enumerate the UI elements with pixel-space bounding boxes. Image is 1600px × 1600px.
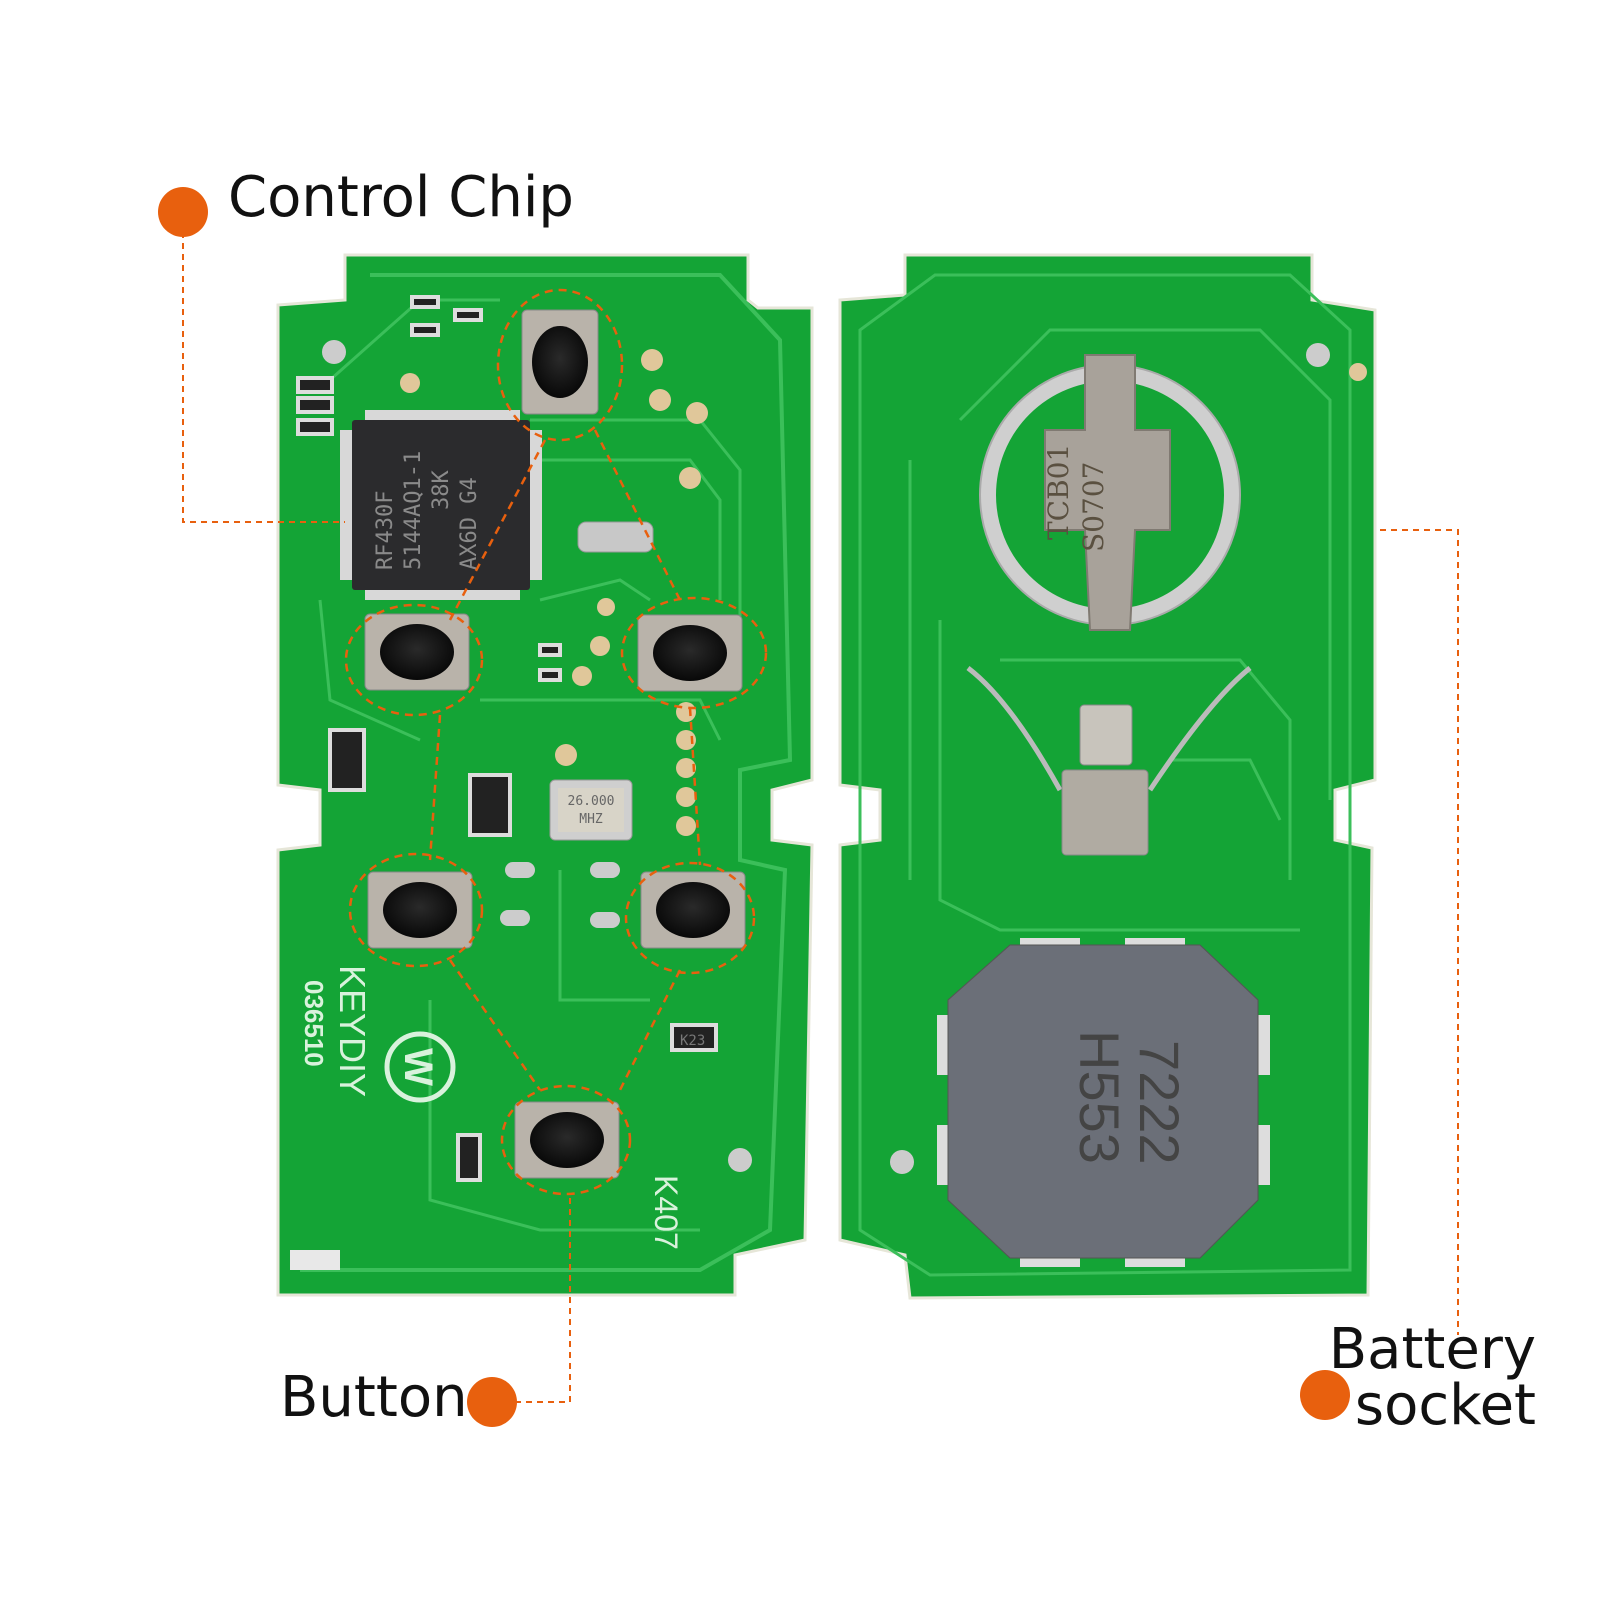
buzzer-marking-2: H553 (1068, 1030, 1131, 1164)
crystal-oscillator: 26.000 MHZ (549, 779, 633, 841)
buzzer: 7222 H553 (937, 938, 1270, 1267)
chip-marking-2: 5144AQ1-1 (401, 451, 426, 570)
control-chip-label: Control Chip (228, 165, 574, 230)
serial-silkscreen: 036510 (299, 980, 329, 1067)
pcb-back: TCB01 S0707 7222 H553 (838, 253, 1377, 1300)
battery-socket-marker (1300, 1370, 1350, 1420)
control-chip: RF430F 5144AQ1-1 38K AX6D G4 (340, 410, 542, 600)
transistor-marking: K23 (680, 1033, 705, 1049)
keydiy-logo: W (384, 1031, 456, 1103)
control-chip-marker (158, 187, 208, 237)
battery-label-line1: Battery (1328, 1317, 1536, 1382)
chip-marking-4: AX6D G4 (457, 477, 482, 570)
crystal-marking-2: MHZ (579, 812, 603, 827)
pcb-front: RF430F 5144AQ1-1 38K AX6D G4 K23 2 (276, 253, 814, 1297)
tactile-buttons (364, 309, 746, 1179)
battery-label-line2: socket (1354, 1373, 1536, 1438)
leader-lines (182, 232, 1459, 1403)
chip-marking-1: RF430F (373, 491, 398, 570)
button-marker (467, 1377, 517, 1427)
brand-silkscreen: KEYDIY (332, 965, 373, 1097)
battery-contact: TCB01 S0707 (979, 354, 1241, 631)
clip-marking-2: S0707 (1077, 462, 1110, 552)
button-label: Button (280, 1365, 468, 1430)
clip-marking-1: TCB01 (1042, 444, 1075, 540)
buzzer-marking-1: 7222 (1128, 1040, 1191, 1165)
battery-socket-label: Battery socket (1329, 1322, 1536, 1434)
crystal-marking-1: 26.000 (568, 794, 615, 809)
svg-text:W: W (396, 1048, 440, 1086)
button-highlights (344, 288, 768, 1196)
model-silkscreen: K407 (648, 1175, 684, 1250)
chip-marking-3: 38K (429, 470, 454, 510)
